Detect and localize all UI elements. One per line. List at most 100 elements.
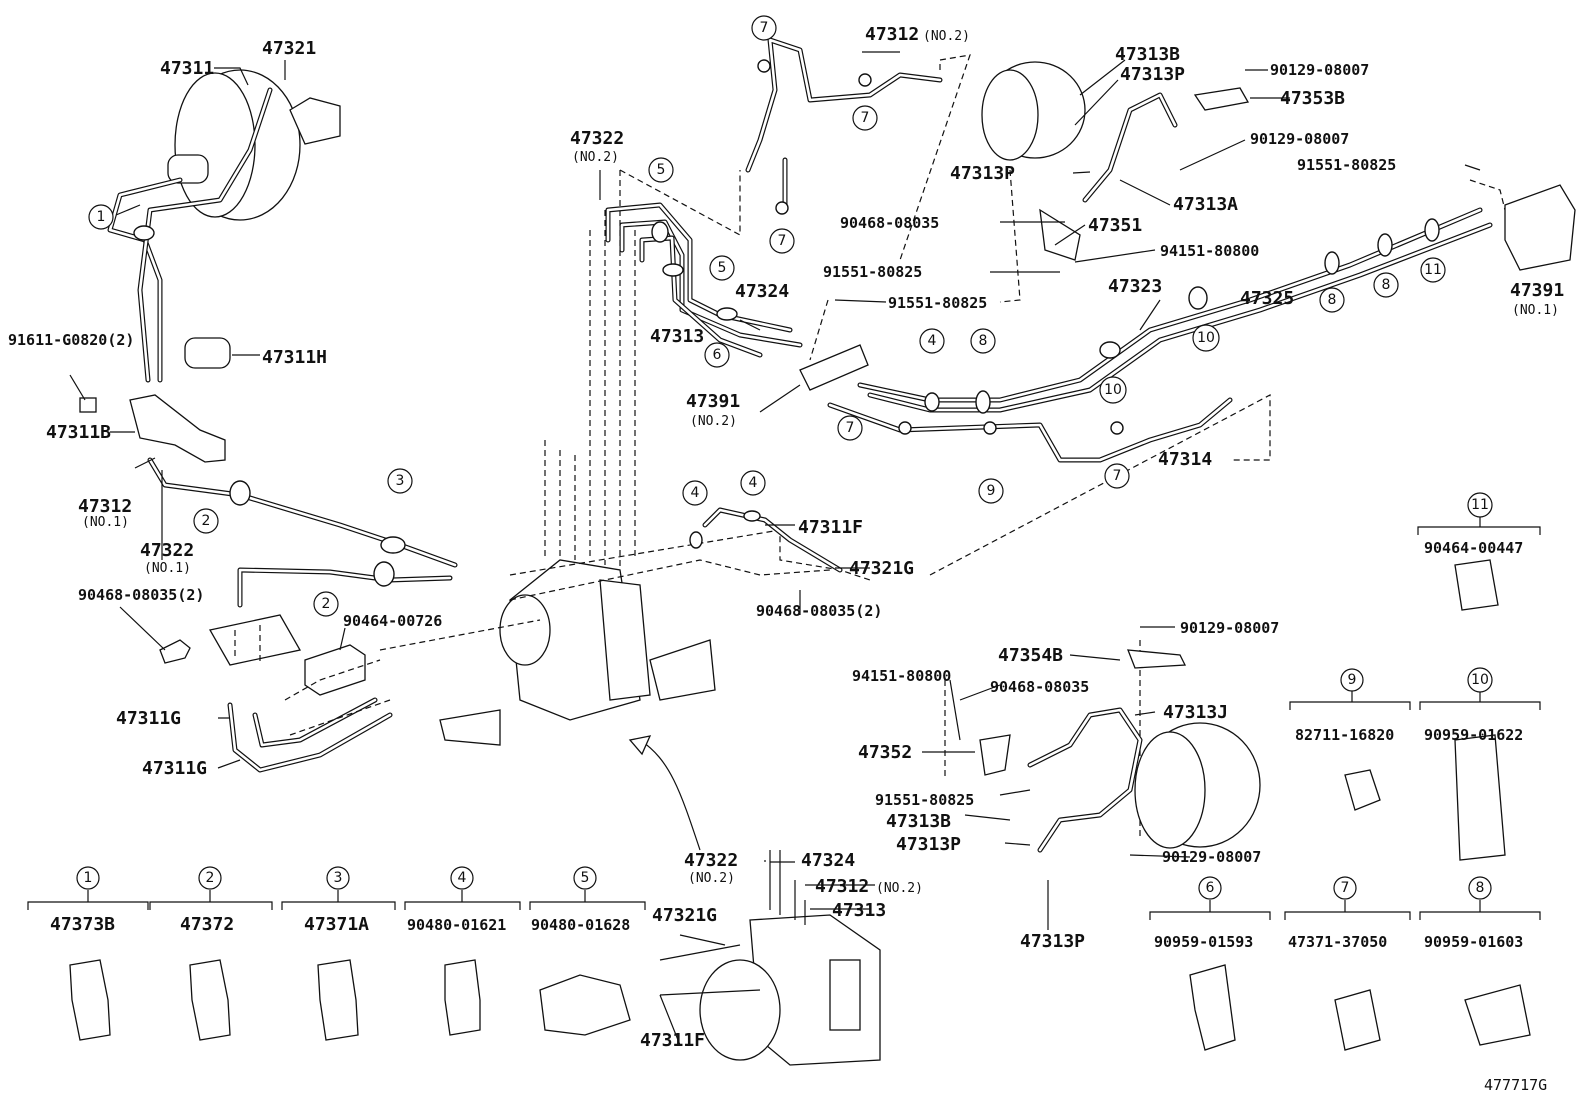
svg-text:10: 10 <box>1104 382 1122 398</box>
label-90129-top2: 90129-08007 <box>1250 130 1349 148</box>
label-47322-no1: 47322 <box>140 540 194 561</box>
svg-text:8: 8 <box>1382 277 1391 293</box>
front-left-brake <box>979 649 1261 853</box>
label-47313j: 47313J <box>1163 702 1228 723</box>
label-47325: 47325 <box>1240 288 1294 309</box>
arrow-head <box>628 735 652 756</box>
label-90464-00726: 90464-00726 <box>343 612 442 630</box>
label-47313a: 47313A <box>1173 194 1238 215</box>
label-90468-bot: 90468-08035 <box>990 678 1089 696</box>
label-47311g-a: 47311G <box>116 708 181 729</box>
leader-lines <box>69 51 1481 1046</box>
legend-num-7: 7 <box>1341 880 1350 896</box>
inset-label-47312-sub: (NO.2) <box>876 881 923 896</box>
svg-text:4: 4 <box>928 333 937 349</box>
tube-clamp-markers <box>133 59 1440 587</box>
inset-label-47321g: 47321G <box>652 905 717 926</box>
label-47321g: 47321G <box>849 558 914 579</box>
label-91551-top: 91551-80825 <box>1297 156 1396 174</box>
abs-actuator <box>439 559 716 746</box>
arrow-to-actuator <box>639 739 701 851</box>
diagram-code: 477717G <box>1484 1076 1547 1094</box>
legend-part-4: 90480-01621 <box>407 916 506 934</box>
part-labels: 47321 47311 47311H 91611-G0820(2) 47311B… <box>8 24 1564 1094</box>
legend-circles: 1 2 3 4 5 6 7 8 9 10 11 <box>76 492 1493 900</box>
label-47323: 47323 <box>1108 276 1162 297</box>
label-91551-a: 91551-80825 <box>888 294 987 312</box>
label-47311f: 47311F <box>798 517 863 538</box>
label-90468-top: 90468-08035 <box>840 214 939 232</box>
label-47391-no1-sub: (NO.1) <box>1512 303 1559 318</box>
label-47313p-bot1: 47313P <box>896 834 961 855</box>
clip-90468-left <box>159 639 191 664</box>
label-47324: 47324 <box>735 281 789 302</box>
clamp-90464-00726 <box>304 644 366 696</box>
label-47313: 47313 <box>650 326 704 347</box>
legend-part-10: 90959-01622 <box>1424 726 1523 744</box>
legend-part-7: 47371-37050 <box>1288 933 1387 951</box>
label-47321: 47321 <box>262 38 316 59</box>
label-90129-bot2: 90129-08007 <box>1162 848 1261 866</box>
svg-text:7: 7 <box>1113 468 1122 484</box>
svg-text:9: 9 <box>987 483 996 499</box>
bracket-47391-no1 <box>1504 184 1576 271</box>
label-90468-mid: 90468-08035(2) <box>756 602 882 620</box>
legend-parts: 47373B 47372 47371A 90480-01621 90480-01… <box>50 539 1523 951</box>
grommet-47311h <box>184 337 231 369</box>
label-47322-no2-sub: (NO.2) <box>572 150 619 165</box>
legend-num-10: 10 <box>1471 672 1489 688</box>
inset-label-47324: 47324 <box>801 850 855 871</box>
label-94151-top: 94151-80800 <box>1160 242 1259 260</box>
legend-num-6: 6 <box>1206 880 1215 896</box>
label-47322-no1-sub: (NO.1) <box>144 561 191 576</box>
legend-num-5: 5 <box>581 870 590 886</box>
label-47391-no2-sub: (NO.2) <box>690 414 737 429</box>
legend-part-11: 90464-00447 <box>1424 539 1523 557</box>
label-47312-no1-sub: (NO.1) <box>82 515 129 530</box>
label-47314: 47314 <box>1158 449 1212 470</box>
label-47311b: 47311B <box>46 422 111 443</box>
label-90129-bot1: 90129-08007 <box>1180 619 1279 637</box>
legend-part-2: 47372 <box>180 914 234 935</box>
legend-part-5: 90480-01628 <box>531 916 630 934</box>
svg-text:8: 8 <box>979 333 988 349</box>
label-47313b-bot: 47313B <box>886 811 951 832</box>
label-47391-no2: 47391 <box>686 391 740 412</box>
legend-num-2: 2 <box>206 870 215 886</box>
legend-num-3: 3 <box>334 870 343 886</box>
svg-text:11: 11 <box>1424 262 1442 278</box>
label-47313p-top2: 47313P <box>950 163 1015 184</box>
label-47313p-top1: 47313P <box>1120 64 1185 85</box>
legend-part-9: 82711-16820 <box>1295 726 1394 744</box>
label-91551-top2: 91551-80825 <box>823 263 922 281</box>
label-47312-no1: 47312 <box>78 496 132 517</box>
legend-num-1: 1 <box>84 870 93 886</box>
label-47351: 47351 <box>1088 215 1142 236</box>
brake-booster <box>167 69 341 221</box>
inset-label-47322-sub: (NO.2) <box>688 871 735 886</box>
legend-part-3: 47371A <box>304 914 369 935</box>
legend-part-1: 47373B <box>50 914 115 935</box>
svg-text:4: 4 <box>691 485 700 501</box>
legend-num-9: 9 <box>1348 672 1357 688</box>
label-47311: 47311 <box>160 58 214 79</box>
left-brake-tubes <box>107 87 458 608</box>
front-right-brake <box>981 61 1250 261</box>
svg-text:7: 7 <box>861 110 870 126</box>
svg-text:10: 10 <box>1197 330 1215 346</box>
label-47352: 47352 <box>858 742 912 763</box>
svg-text:8: 8 <box>1328 292 1337 308</box>
inset-label-47322: 47322 <box>684 850 738 871</box>
callout-circles: 1 2 2 3 5 5 6 7 7 7 4 8 7 9 7 10 10 8 8 … <box>88 15 1446 617</box>
legend-part-8: 90959-01603 <box>1424 933 1523 951</box>
bracket-plate-left <box>208 614 302 666</box>
svg-text:7: 7 <box>846 420 855 436</box>
svg-text:2: 2 <box>322 596 331 612</box>
bolt-91611 <box>79 397 97 413</box>
svg-text:5: 5 <box>718 260 727 276</box>
label-90468-left: 90468-08035(2) <box>78 586 204 604</box>
bracket-47391-no2 <box>799 344 869 391</box>
label-47311h: 47311H <box>262 347 327 368</box>
label-91611: 91611-G0820(2) <box>8 331 134 349</box>
